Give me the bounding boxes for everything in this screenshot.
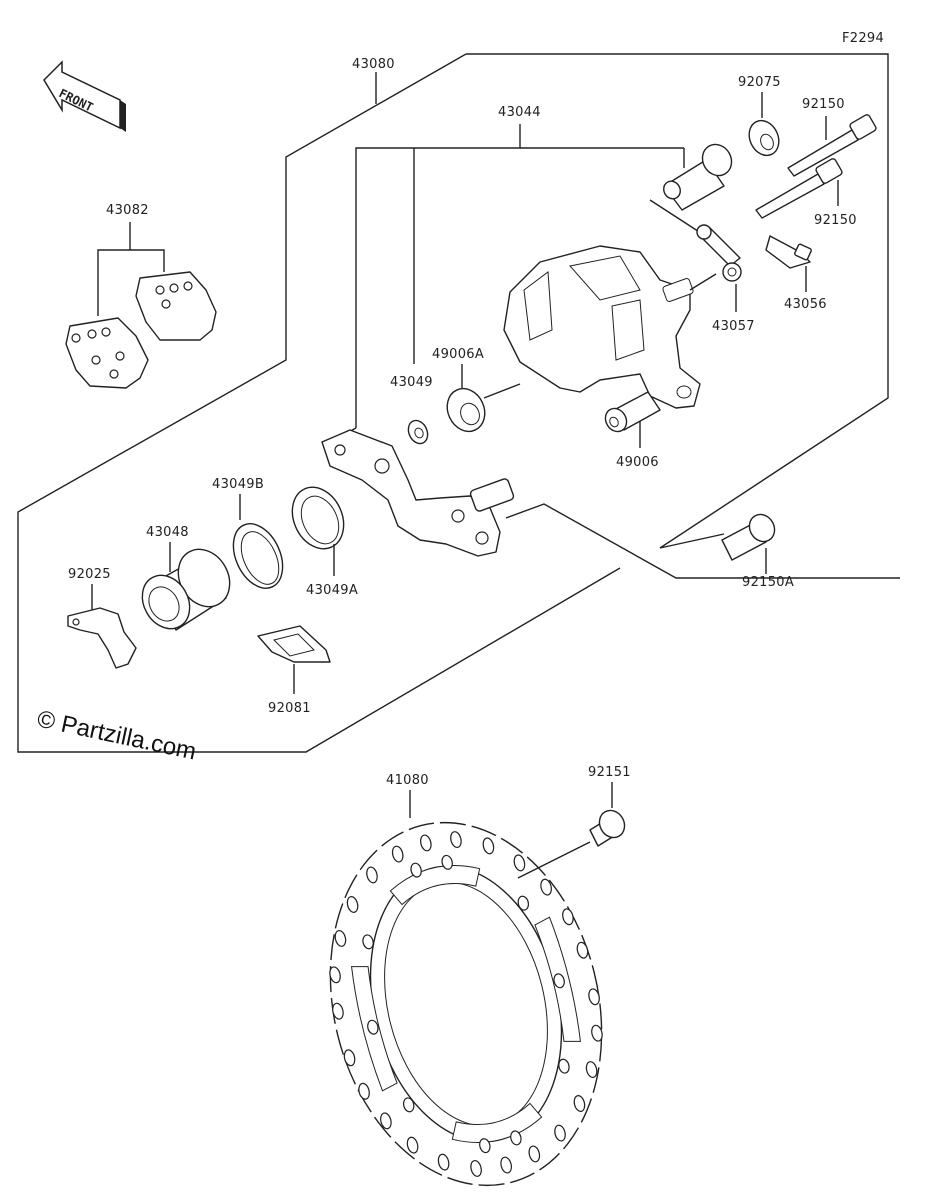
- label-43049: 43049: [390, 375, 433, 390]
- spring-92025: [67, 607, 137, 669]
- label-41080: 41080: [386, 773, 429, 788]
- diagram-code: F2294: [842, 31, 884, 46]
- brake-pad-rear: [135, 271, 217, 341]
- front-arrow-icon: FRONT: [43, 60, 126, 132]
- label-92151: 92151: [588, 765, 631, 780]
- label-43080: 43080: [352, 57, 395, 72]
- seal-43049: [407, 419, 429, 445]
- bleeder-valve-43056: [765, 235, 812, 269]
- label-92150-mid: 92150: [814, 213, 857, 228]
- bolt-49006: [604, 391, 661, 433]
- assembly-outline: [466, 53, 889, 549]
- piston-43048: [141, 548, 231, 631]
- seal-43049A: [291, 486, 345, 550]
- disc-holes: [329, 831, 603, 1177]
- pin-92150-top: [787, 114, 877, 177]
- seal-49006A: [446, 387, 486, 433]
- clip-92081: [257, 625, 331, 663]
- watermark: © Partzilla.com: [35, 705, 199, 765]
- boot-92075: [748, 119, 780, 157]
- label-43049A: 43049A: [306, 583, 358, 598]
- label-49006: 49006: [616, 455, 659, 470]
- label-92081: 92081: [268, 701, 311, 716]
- label-49006A: 49006A: [432, 347, 484, 362]
- pin-92150-mid: [755, 158, 843, 219]
- bolt-92151: [589, 809, 626, 847]
- brake-pad-front: [65, 317, 149, 389]
- caliper-bracket: [321, 429, 515, 557]
- label-43057: 43057: [712, 319, 755, 334]
- label-43048: 43048: [146, 525, 189, 540]
- label-92025: 92025: [68, 567, 111, 582]
- caliper-body: [503, 245, 701, 409]
- seal-43049B: [232, 523, 284, 589]
- bolt-92150A: [721, 513, 776, 561]
- label-92150A: 92150A: [742, 575, 794, 590]
- joint-43057: [696, 224, 742, 282]
- brake-disc-41080: [329, 821, 603, 1187]
- label-92150-top: 92150: [802, 97, 845, 112]
- slide-pin-bushing: [663, 143, 733, 211]
- label-92075: 92075: [738, 75, 781, 90]
- label-43056: 43056: [784, 297, 827, 312]
- label-43049B: 43049B: [212, 477, 264, 492]
- label-43082: 43082: [106, 203, 149, 218]
- label-43044: 43044: [498, 105, 541, 120]
